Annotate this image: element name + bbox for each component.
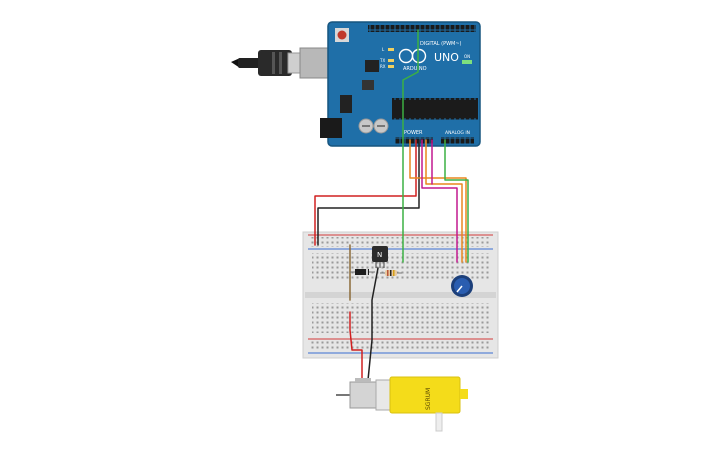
arduino-logo-right xyxy=(411,48,427,64)
top-power-rail xyxy=(310,237,490,247)
digital-header xyxy=(368,25,476,32)
wire-motor-black xyxy=(367,267,379,381)
wires xyxy=(314,29,469,381)
dc-power-jack xyxy=(320,118,342,138)
transistor-label: N xyxy=(377,251,382,259)
wire-pwm-green xyxy=(402,29,419,263)
on-led xyxy=(462,60,472,64)
wire-gnd-black xyxy=(317,139,420,246)
arduino-brand-label: ARDUINO xyxy=(403,66,427,72)
wire-analog-green xyxy=(444,139,469,263)
tx-led-label: TX xyxy=(379,58,385,63)
bottom-power-rail xyxy=(310,341,490,351)
l-led-label: L xyxy=(382,47,385,52)
usb-chip xyxy=(365,60,379,72)
center-channel xyxy=(305,292,496,298)
analog-label: ANALOG IN xyxy=(445,130,470,136)
wire-pot-orange xyxy=(409,139,467,263)
motor-shaft xyxy=(435,412,443,432)
lower-terminal-strip xyxy=(312,303,490,333)
atmega-chip xyxy=(392,100,478,118)
power-header xyxy=(395,137,433,144)
wire-pot-orange-2 xyxy=(425,139,463,263)
potentiometer[interactable] xyxy=(451,275,473,297)
upper-terminal-strip xyxy=(312,253,490,279)
resistor xyxy=(380,270,402,276)
motor-can xyxy=(349,381,377,409)
rx-led-label: RX xyxy=(380,64,386,69)
wire-pot-magenta xyxy=(421,139,458,263)
wire-5v-red xyxy=(314,139,417,246)
arduino-uno-board: DIGITAL (PWM~) ARDUINO UNO L TX RX ON PO… xyxy=(320,21,481,147)
analog-header xyxy=(441,137,474,144)
arduino-model-label: UNO xyxy=(434,51,459,64)
npn-transistor: N xyxy=(372,246,388,268)
power-label: POWER xyxy=(404,130,423,136)
diode-body xyxy=(355,269,369,275)
diode xyxy=(350,269,375,275)
transistor-body xyxy=(372,246,388,262)
voltage-regulator xyxy=(340,95,352,113)
wire-motor-red xyxy=(349,311,363,381)
usb-cable xyxy=(231,47,343,79)
on-led-label: ON xyxy=(464,54,470,59)
digital-header-label: DIGITAL (PWM~) xyxy=(420,41,462,47)
dc-gear-motor: SGRUM xyxy=(336,376,468,432)
motor-label: SGRUM xyxy=(425,388,432,410)
